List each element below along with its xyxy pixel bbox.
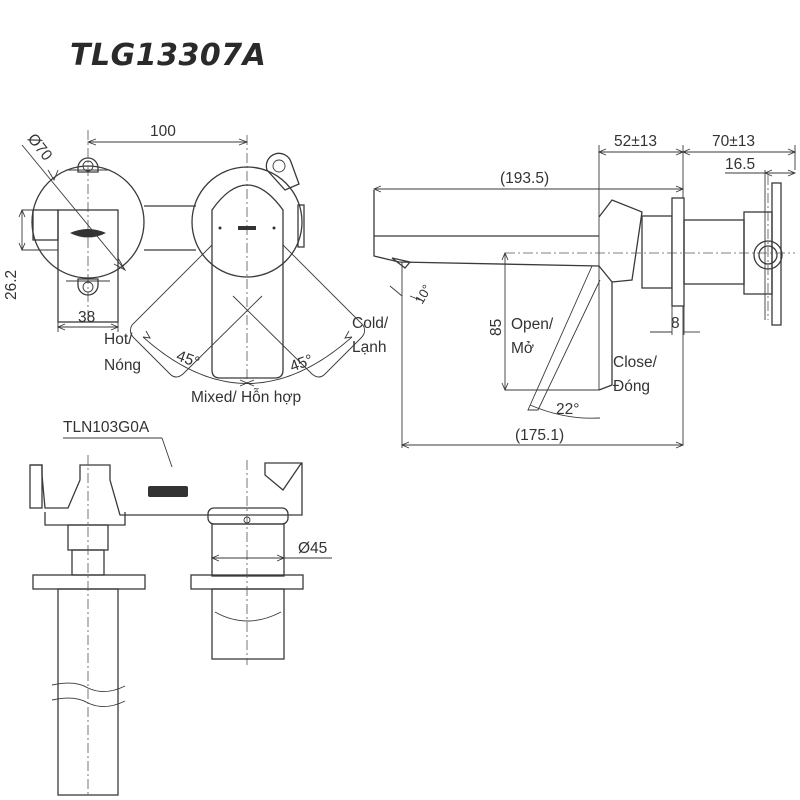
label-open-vi: Mở — [511, 340, 535, 357]
side-view — [372, 145, 797, 449]
lever-handle-cold-position — [232, 244, 366, 378]
lever-side-closed — [598, 265, 613, 391]
cartridge-body — [211, 588, 285, 660]
label-cold-en: Cold/ — [352, 315, 389, 332]
flange-left — [32, 574, 146, 590]
lever-side-open — [527, 265, 601, 411]
dim-85: 85 — [488, 318, 505, 336]
label-open-en: Open/ — [511, 316, 554, 333]
mixer-plate — [191, 166, 303, 278]
label-hot-vi: Nóng — [104, 357, 142, 374]
wall-flange — [671, 197, 685, 307]
cartridge-cap — [207, 507, 289, 525]
body-view — [29, 437, 332, 796]
dim-52: 52±13 — [614, 133, 657, 150]
aerator — [70, 229, 106, 238]
lever-side — [598, 199, 643, 283]
valve-body-bar — [30, 462, 303, 516]
label-close-vi: Đóng — [613, 378, 651, 395]
label-close-en: Close/ — [613, 354, 657, 371]
dim-175-1: (175.1) — [515, 427, 565, 444]
dim-dia-45: Ø45 — [298, 540, 328, 557]
label-hot-en: Hot/ — [104, 331, 133, 348]
angle-22: 22° — [556, 401, 580, 418]
lever-handle-hot-position — [129, 244, 263, 378]
brand-mark-body — [148, 486, 188, 497]
front-view — [18, 130, 366, 387]
dim-8: 8 — [671, 315, 680, 332]
label-mixed: Mixed/ Hỗn hợp — [191, 389, 302, 406]
dim-193-5: (193.5) — [500, 170, 550, 187]
label-cold-vi: Lạnh — [352, 339, 387, 356]
spout-body — [373, 190, 600, 267]
dim-38: 38 — [78, 309, 96, 326]
dim-26-2: 26.2 — [3, 269, 20, 300]
dim-70: 70±13 — [712, 133, 755, 150]
part-number: TLN103G0A — [63, 419, 150, 436]
brand-mark-handle — [238, 226, 256, 230]
dim-100: 100 — [150, 123, 176, 140]
hot-outlet-plate — [31, 165, 145, 279]
lever-handle-center — [211, 184, 284, 379]
model-title: TLG13307A — [70, 38, 267, 73]
dim-16-5: 16.5 — [725, 156, 756, 173]
